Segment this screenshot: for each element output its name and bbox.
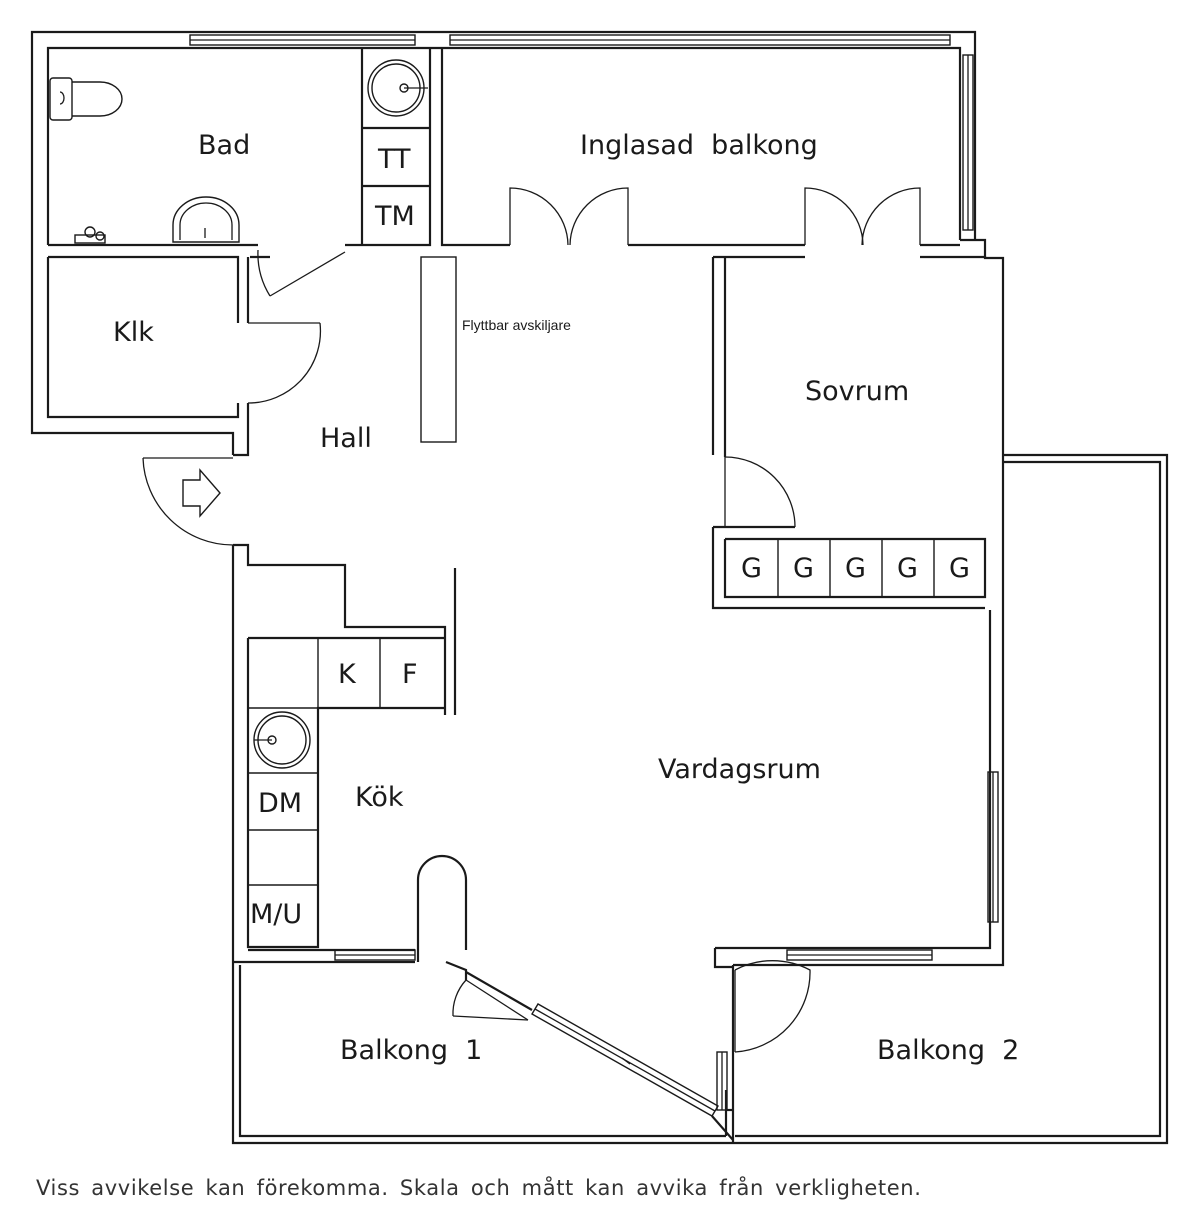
room-label-kok: Kök [355,782,404,813]
fixture-label-mu: M/U [250,899,302,930]
fixture-label-tm: TM [374,201,415,232]
fixture-label-dm: DM [258,788,302,819]
room-label-inglasad-balkong: Inglasad balkong [580,130,818,161]
room-label-balkong-2: Balkong 2 [877,1035,1019,1066]
washbasin-icon [172,196,240,243]
sink-round-icon [367,59,428,117]
divider-label: Flyttbar avskiljare [462,317,571,333]
room-label-sovrum: Sovrum [805,376,909,407]
doors [142,187,921,1053]
fixture-label-wardrobe: G [845,553,866,584]
room-label-balkong-1: Balkong 1 [340,1035,482,1066]
room-label-bad: Bad [198,130,250,161]
labels: Bad Klk Inglasad balkong Sovrum Hall Kök… [113,130,1019,1066]
toilet-icon [49,77,123,121]
fixture-label-tt: TT [377,144,411,175]
windows [189,34,999,1141]
shower-icon [74,226,106,244]
disclaimer-text: Viss avvikelse kan förekomma. Skala och … [36,1176,922,1200]
fixture-label-wardrobe: G [897,553,918,584]
outer-walls [30,30,1169,1145]
fixture-label-wardrobe: G [793,553,814,584]
movable-divider [420,256,457,443]
room-label-vardagsrum: Vardagsrum [658,754,821,785]
fixture-label-wardrobe: G [741,553,762,584]
fixture-label-wardrobe: G [949,553,970,584]
fixture-label-k: K [338,659,357,690]
fixtures [49,59,457,769]
room-label-klk: Klk [113,317,154,348]
kitchen-sink-icon [253,711,311,769]
room-label-hall: Hall [320,423,372,454]
fixture-label-f: F [402,659,418,690]
